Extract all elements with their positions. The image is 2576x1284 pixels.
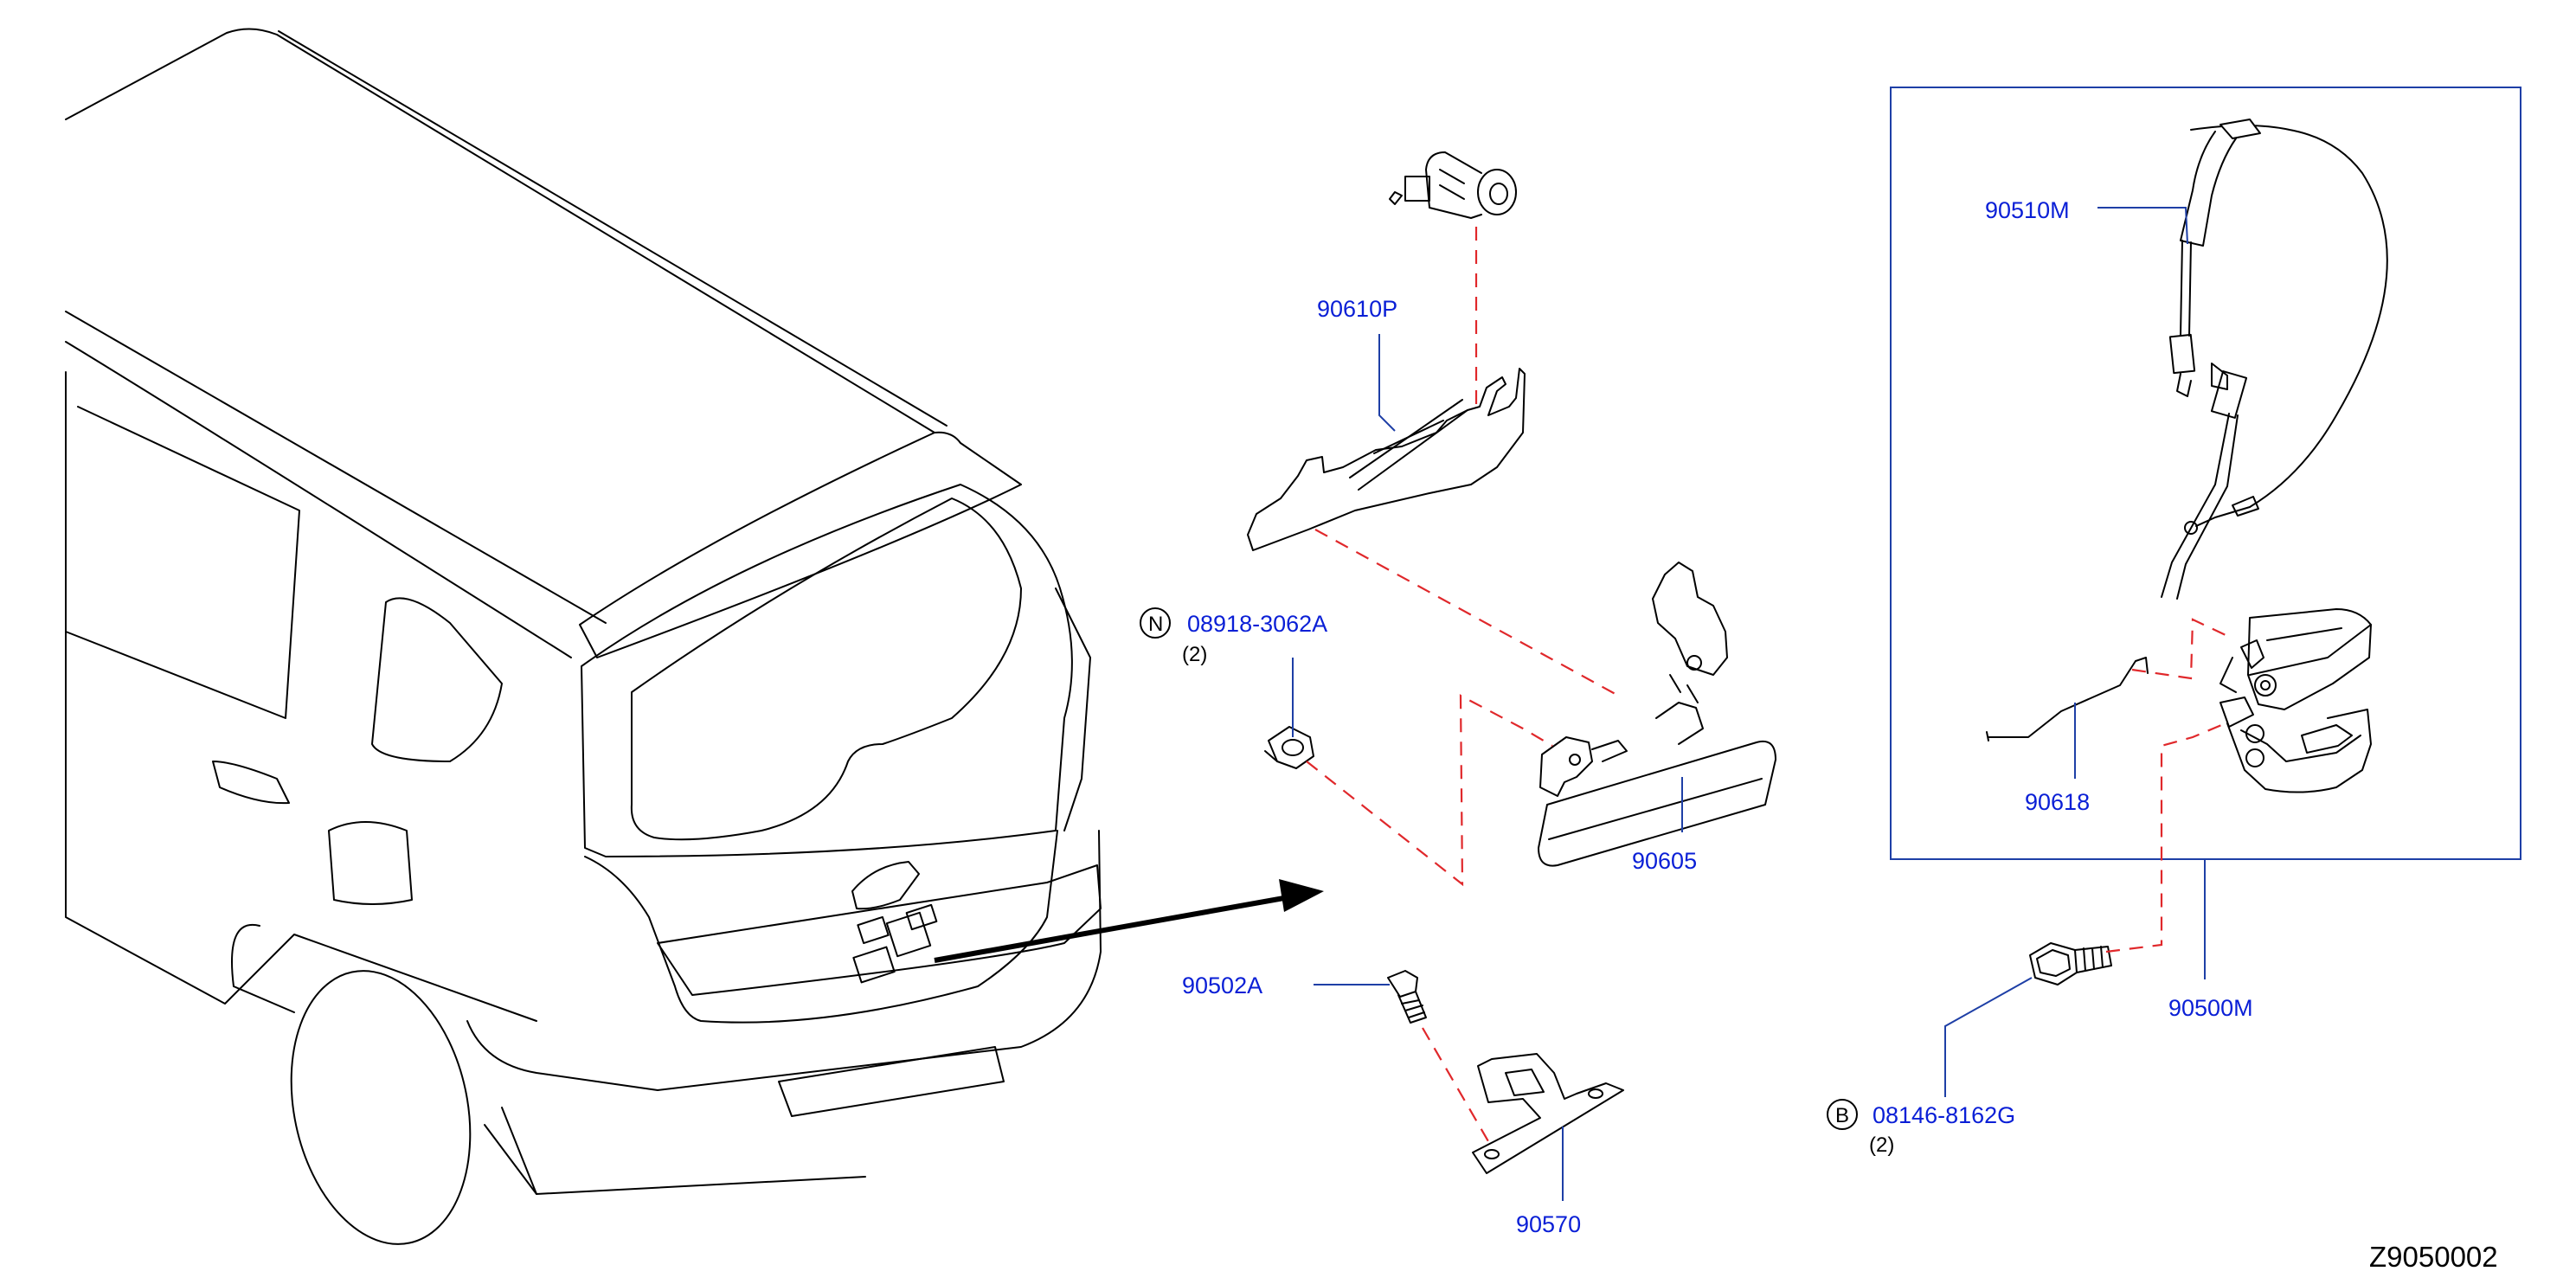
outside-handle-part bbox=[1538, 562, 1776, 867]
label-08918-3062A: 08918-3062A bbox=[1187, 611, 1327, 637]
label-90502A: 90502A bbox=[1182, 973, 1262, 998]
label-90510M: 90510M bbox=[1985, 197, 2070, 223]
back-door-latch-part bbox=[2161, 363, 2372, 793]
assembly-group-frame bbox=[1890, 87, 2521, 860]
latch-on-vehicle bbox=[852, 903, 938, 984]
flange-nut-part bbox=[1264, 726, 1314, 769]
bracket-rod-part bbox=[1247, 368, 1526, 551]
qty-08918: (2) bbox=[1182, 643, 1207, 666]
leader-lines bbox=[1292, 207, 2206, 1201]
code-circle-b bbox=[1827, 1099, 1858, 1130]
label-08146-8162G: 08146-8162G bbox=[1873, 1102, 2015, 1128]
label-90610P: 90610P bbox=[1317, 296, 1397, 322]
assembly-guides bbox=[1306, 227, 2226, 1148]
qty-08146: (2) bbox=[1869, 1133, 1894, 1157]
vehicle-rear-illustration bbox=[65, 28, 1102, 1245]
key-cylinder-part bbox=[1389, 151, 1517, 219]
label-90618: 90618 bbox=[2025, 789, 2090, 815]
code-letter-n: N bbox=[1148, 613, 1163, 636]
label-90570: 90570 bbox=[1516, 1211, 1581, 1237]
striker-bracket-part bbox=[1472, 1053, 1624, 1174]
actuating-rod-part bbox=[1986, 657, 2149, 742]
release-cable-part bbox=[2168, 119, 2388, 535]
callout-arrow bbox=[934, 879, 1324, 963]
code-letter-b: B bbox=[1835, 1104, 1849, 1127]
diagram-id: Z9050002 bbox=[2369, 1241, 2498, 1273]
label-90605: 90605 bbox=[1632, 848, 1697, 874]
screw-part bbox=[1387, 970, 1427, 1024]
label-90500M: 90500M bbox=[2168, 995, 2253, 1021]
code-circle-n bbox=[1140, 607, 1171, 639]
bolt-part bbox=[2029, 942, 2112, 985]
